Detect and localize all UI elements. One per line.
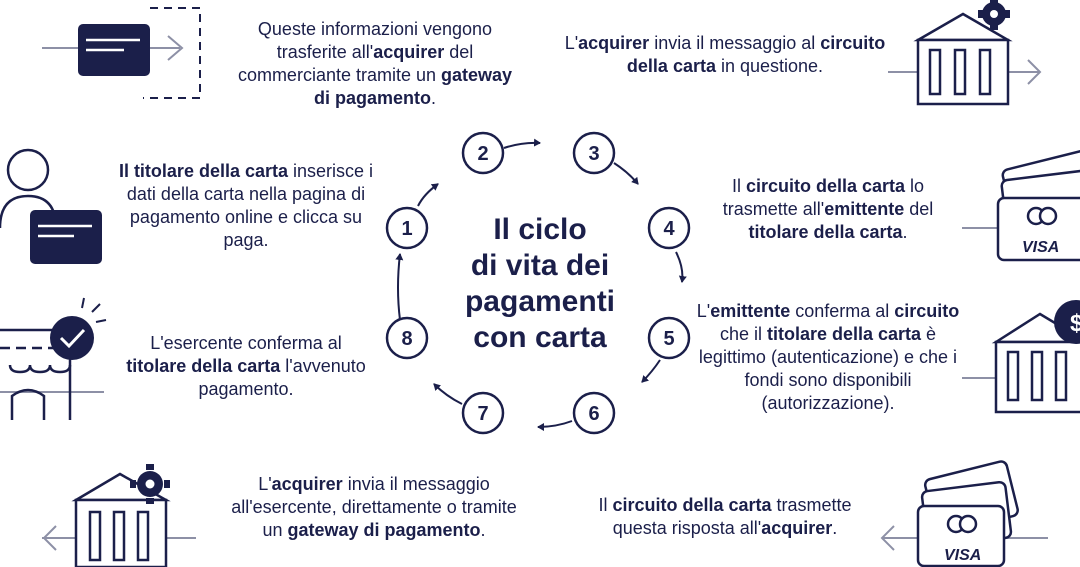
step-8-description: L'esercente conferma al titolare della c… [124,332,368,401]
step-number: 7 [477,403,488,425]
body-text: del [904,199,934,219]
step-7-description: L'acquirer invia il messaggio all'eserce… [224,473,524,542]
emphasis-text: titolare della carta [748,222,903,242]
body-text: L' [258,474,272,494]
step-number: 4 [663,218,675,240]
step-number: 1 [401,218,412,240]
body-text: in questione. [715,56,824,76]
body-text: . [832,518,838,538]
step-circle-3: 3 [572,131,616,175]
step-2-description: Queste informazioni vengono trasferite a… [232,18,518,110]
emphasis-text: circuito della carta [626,33,886,76]
title-line: di vita dei [470,249,610,282]
arrow-3-4 [613,162,639,185]
emphasis-text: acquirer [271,474,343,494]
body-text: è legittimo (autenticazione) e che i fon… [698,324,958,413]
body-text: Il [598,495,613,515]
body-text: invia il messaggio all'esercente, dirett… [231,474,517,540]
arrow-2-3 [503,138,541,149]
body-text: del commerciante tramite un [237,42,474,85]
card-network-icon: VISA [962,149,1080,262]
emphasis-text: titolare della carta [126,356,281,376]
dollar-symbol: $ [1070,310,1080,337]
arrow-4-5 [675,251,687,283]
arrow-8-1 [395,253,404,321]
card-transfer-icon [42,7,201,99]
body-text: . [902,222,908,242]
arrow-5-6 [641,359,661,383]
emphasis-text: emittente [710,301,791,321]
emphasis-text: circuito della carta [612,495,772,515]
body-text: inserisce i dati della carta nella pagin… [126,161,374,250]
step-number: 6 [588,403,599,425]
emphasis-text: emittente [824,199,905,219]
body-text: L' [564,33,579,53]
body-text: L'esercente conferma al [150,333,342,353]
step-1-description: Il titolare della carta inserisce i dati… [118,160,374,252]
arrow-7-8 [433,383,463,405]
emphasis-text: circuito della carta [745,176,906,196]
bank-gear-icon [888,0,1042,106]
body-text: invia il messaggio al [649,33,821,53]
body-text: L' [696,301,711,321]
visa-logo-text: VISA [1022,239,1059,256]
step-circle-5: 5 [647,316,691,360]
emphasis-text: gateway di pagamento [313,65,513,108]
step-number: 3 [588,143,599,165]
step-circle-7: 7 [461,391,505,435]
issuer-bank-icon: $ [962,300,1080,414]
title-line: con carta [473,321,607,354]
step-5-description: L'emittente conferma al circuito che il … [690,300,966,415]
merchant-shop-icon [0,297,107,420]
title-line: pagamenti [464,285,616,318]
step-circle-2: 2 [461,131,505,175]
step-number: 5 [663,328,674,350]
visa-logo-text: VISA [944,547,981,564]
body-text: Queste informazioni vengono trasferite a… [257,19,493,62]
emphasis-text: Il titolare della carta [118,161,289,181]
emphasis-text: acquirer [578,33,650,53]
arrow-1-2 [417,183,439,207]
title-line: Il ciclo [493,213,587,246]
emphasis-text: acquirer [761,518,833,538]
cycle-arrows [395,138,687,431]
step-circle-4: 4 [647,206,691,250]
step-circle-6: 6 [572,391,616,435]
emphasis-text: gateway di pagamento [287,520,481,540]
diagram-title: Il ciclo di vita dei pagamenti con carta [430,212,650,356]
step-6-description: Il circuito della carta trasmette questa… [570,494,880,540]
body-text: . [431,88,437,108]
body-text: trasmette questa risposta all' [612,495,852,538]
emphasis-text: circuito [894,301,960,321]
body-text: conferma al [790,301,895,321]
emphasis-text: acquirer [373,42,445,62]
body-text: Il [731,176,746,196]
step-number: 2 [477,143,488,165]
step-4-description: Il circuito della carta lo trasmette all… [708,175,948,244]
step-number: 8 [401,328,412,350]
step-circle-8: 8 [385,316,429,360]
acquirer-bank-gear-icon [42,464,196,567]
body-text: lo trasmette all' [722,176,925,219]
card-response-icon: VISA [880,460,1048,567]
body-text: . [480,520,486,540]
cardholder-icon [0,148,102,264]
step-3-description: L'acquirer invia il messaggio al circuit… [560,32,890,78]
arrow-6-7 [537,420,573,431]
body-text: l'avvenuto pagamento. [198,356,366,399]
emphasis-text: titolare della carta [766,324,922,344]
step-circle-1: 1 [385,206,429,250]
body-text: che il [719,324,767,344]
